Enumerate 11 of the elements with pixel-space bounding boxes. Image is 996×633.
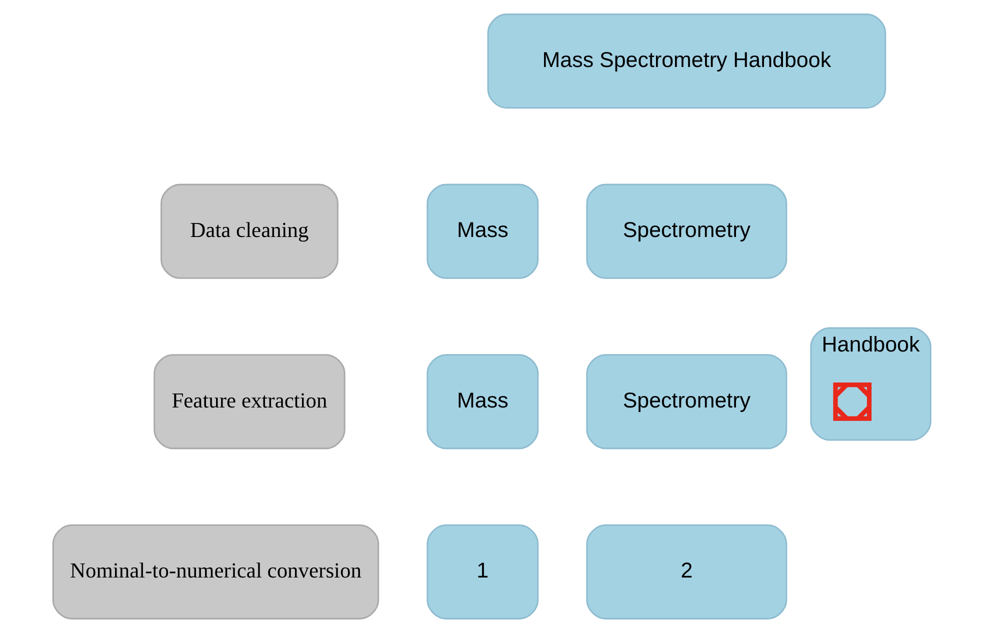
node-box: Mass [426,184,539,279]
node-box: 1 [426,524,539,620]
node-box: Mass Spectrometry Handbook [487,14,886,109]
node-box: 2 [586,524,788,620]
node-box: Spectrometry [586,184,788,279]
node-box: Feature extraction [154,354,346,450]
node-box: Data cleaning [160,184,338,279]
node-box: Nominal-to-numerical conversion [52,524,380,620]
node-box: Mass [426,354,539,450]
cluster: Handbook [810,327,932,441]
node-box: Spectrometry [586,354,788,450]
